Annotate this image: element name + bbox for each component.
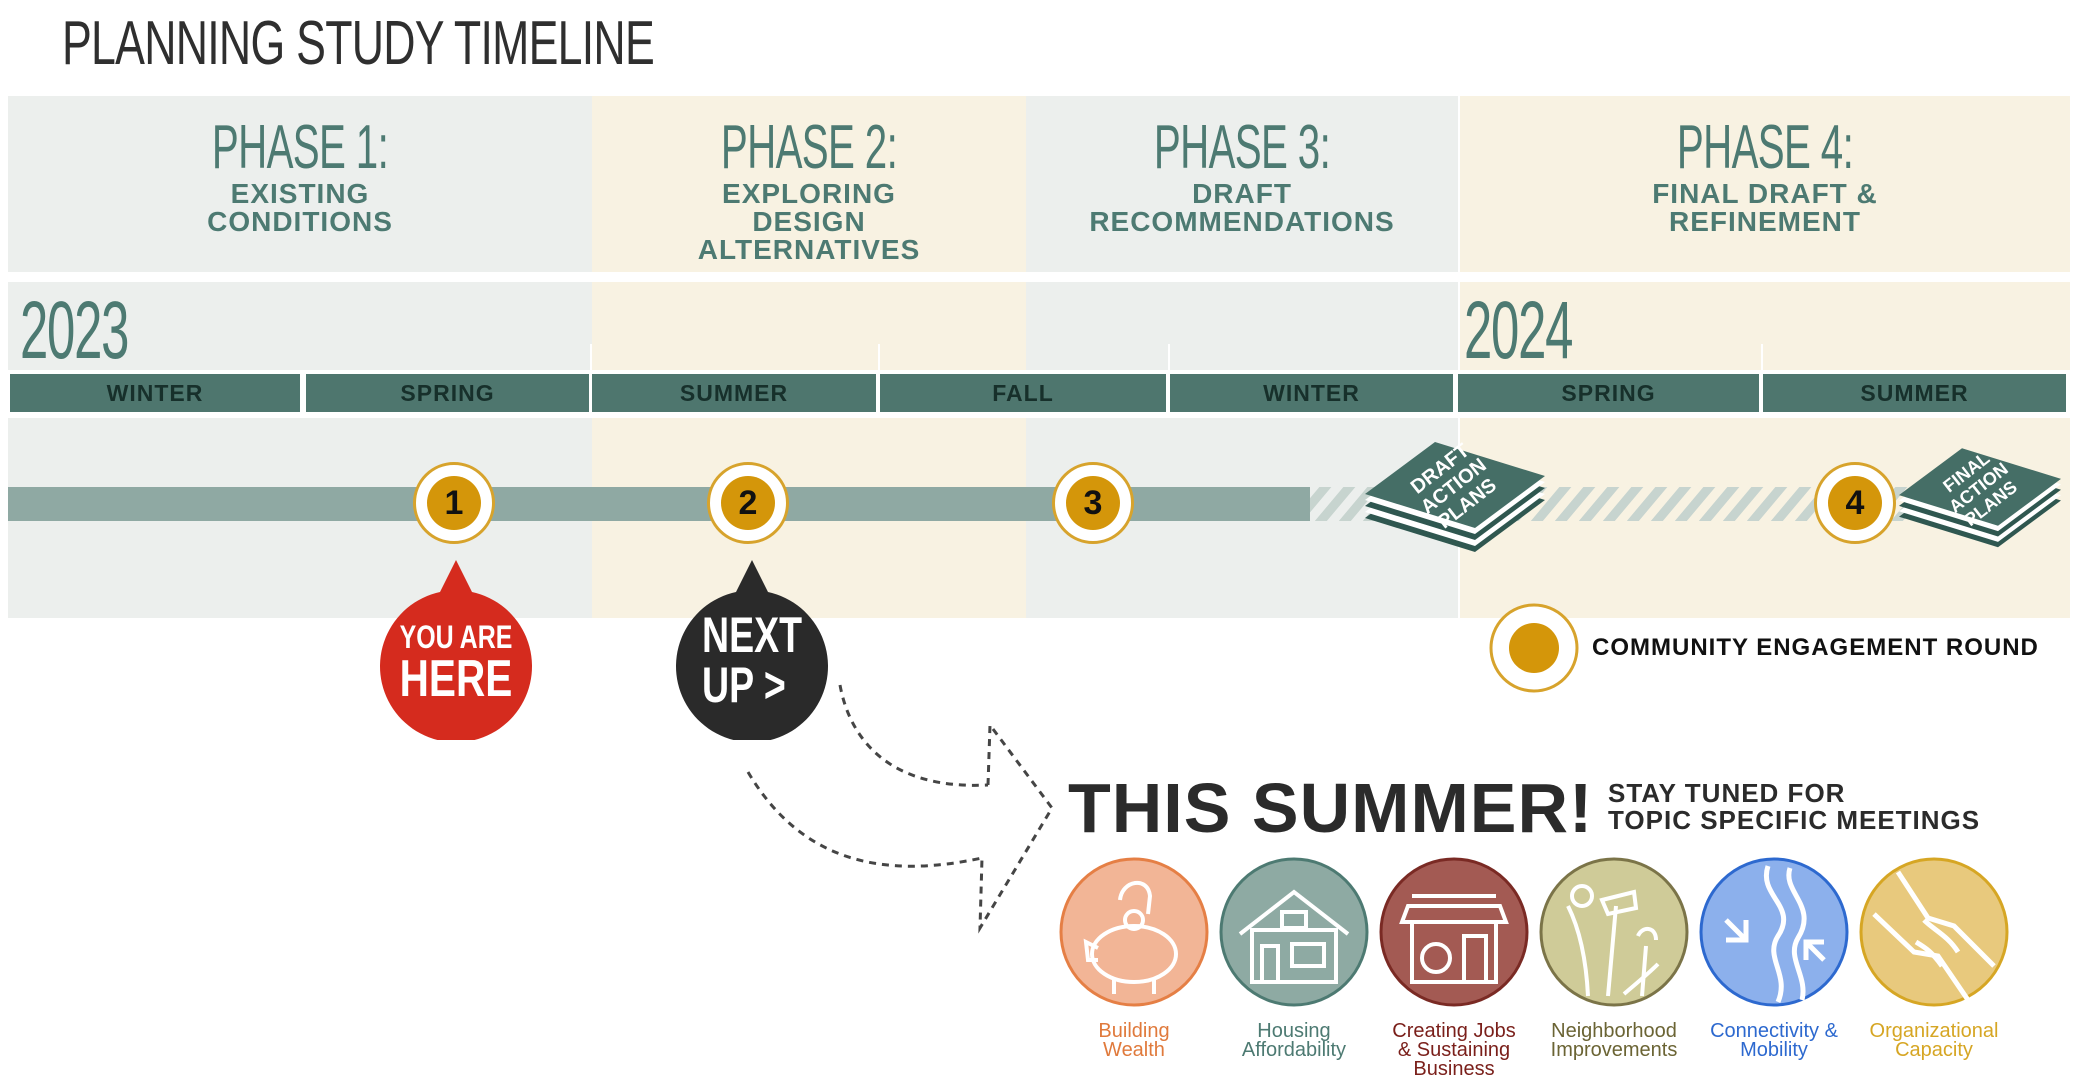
final-action-plans-icon: FINAL ACTION PLANS — [1899, 448, 2061, 548]
topic-label: Neighborhood — [1551, 1020, 1677, 1042]
year-band — [1460, 282, 2070, 370]
phase-description: RECOMMENDATIONS — [1089, 206, 1395, 237]
phase-description: CONDITIONS — [207, 206, 393, 237]
topic-label: Building — [1098, 1020, 1170, 1042]
topic-building-wealth: Building Wealth — [1054, 856, 1214, 1060]
phase-3-header: PHASE 3: DRAFT RECOMMENDATIONS — [1026, 116, 1458, 236]
phase-description: FINAL DRAFT & — [1652, 178, 1878, 209]
engagement-marker-4: 4 — [1814, 462, 1896, 544]
this-summer-subtitle: STAY TUNED FOR TOPIC SPECIFIC MEETINGS — [1608, 780, 1980, 834]
this-summer-heading: THIS SUMMER! — [1068, 769, 1594, 847]
season-summer: SUMMER — [1763, 374, 2066, 412]
season-spring: SPRING — [306, 374, 589, 412]
phase-1-header: PHASE 1: EXISTING CONDITIONS — [8, 116, 592, 236]
phase-description: DRAFT — [1192, 178, 1292, 209]
season-fall: FALL — [880, 374, 1166, 412]
topic-label: Organizational — [1869, 1020, 1999, 1042]
topic-connectivity-mobility: Connectivity & Mobility — [1694, 856, 1854, 1060]
you-are-here-pin: YOU ARE HERE — [380, 560, 532, 740]
marker-number: 3 — [1066, 476, 1120, 530]
topic-label: Business — [1413, 1058, 1495, 1080]
marker-number: 1 — [427, 476, 481, 530]
topic-label: Connectivity & — [1710, 1020, 1838, 1042]
year-2023: 2023 — [20, 285, 129, 376]
subtitle-line: TOPIC SPECIFIC MEETINGS — [1608, 805, 1981, 835]
season-spring: SPRING — [1458, 374, 1759, 412]
phase-description: ALTERNATIVES — [697, 234, 921, 265]
season-winter: WINTER — [1170, 374, 1453, 412]
topic-organizational-capacity: Organizational Capacity — [1854, 856, 2014, 1060]
year-band — [1026, 282, 1458, 370]
phase-2-band — [592, 96, 1026, 272]
phase-label: PHASE 2: — [720, 113, 898, 182]
phase-2-header: PHASE 2: EXPLORING DESIGN ALTERNATIVES — [592, 116, 1026, 264]
topic-label: Mobility — [1740, 1039, 1808, 1061]
phase-1-band — [8, 96, 592, 272]
phase-description: DESIGN — [752, 206, 866, 237]
phase-3-band — [1026, 96, 1458, 272]
topic-label: Housing — [1257, 1020, 1331, 1042]
year-band — [592, 282, 1026, 370]
topic-label: Improvements — [1550, 1039, 1678, 1061]
piggy-bank-icon — [1059, 857, 1209, 1007]
house-icon — [1219, 857, 1369, 1007]
phase-description: EXPLORING — [722, 178, 896, 209]
dashed-arrow-icon — [746, 684, 1054, 934]
subtitle-line: STAY TUNED FOR — [1608, 778, 1846, 808]
year-2024: 2024 — [1464, 285, 1573, 376]
pin-text: YOU ARE — [400, 620, 513, 656]
phase-description: REFINEMENT — [1669, 206, 1861, 237]
topic-label: Creating Jobs — [1392, 1020, 1516, 1042]
topic-label: Affordability — [1241, 1039, 1347, 1061]
year-band — [8, 282, 592, 370]
pin-text: NEXT — [702, 608, 802, 663]
season-divider — [1168, 344, 1170, 374]
pin-text: HERE — [400, 649, 513, 707]
next-up-pin: NEXT UP > — [676, 560, 828, 740]
page-title: PLANNING STUDY TIMELINE — [62, 9, 655, 78]
season-divider — [878, 344, 880, 374]
phase-label: PHASE 3: — [1153, 113, 1331, 182]
pin-text: UP > — [702, 658, 786, 713]
season-divider — [590, 344, 592, 374]
phase-label: PHASE 1: — [211, 113, 389, 182]
phase-description: EXISTING — [230, 178, 370, 209]
handshake-icon — [1859, 857, 2009, 1007]
draft-action-plans-icon: DRAFT ACTION PLANS — [1365, 440, 1545, 552]
phase-4-band — [1460, 96, 2070, 272]
season-summer: SUMMER — [592, 374, 876, 412]
engagement-marker-2: 2 — [707, 462, 789, 544]
topic-neighborhood-improvements: Neighborhood Improvements — [1534, 856, 1694, 1060]
topic-label: Wealth — [1103, 1039, 1165, 1061]
legend-label: COMMUNITY ENGAGEMENT ROUND — [1592, 634, 2039, 661]
engagement-round-legend-icon — [1489, 603, 1579, 693]
marker-number: 4 — [1828, 476, 1882, 530]
topic-label: Capacity — [1895, 1039, 1973, 1061]
tools-plants-icon — [1539, 857, 1689, 1007]
engagement-marker-1: 1 — [413, 462, 495, 544]
storefront-icon — [1379, 857, 1529, 1007]
engagement-marker-3: 3 — [1052, 462, 1134, 544]
topic-housing-affordability: Housing Affordability — [1214, 856, 1374, 1060]
marker-number: 2 — [721, 476, 775, 530]
roads-icon — [1699, 857, 1849, 1007]
phase-label: PHASE 4: — [1676, 113, 1854, 182]
phase-4-header: PHASE 4: FINAL DRAFT & REFINEMENT — [1460, 116, 2070, 236]
season-winter: WINTER — [10, 374, 300, 412]
season-divider — [1761, 344, 1763, 374]
topic-creating-jobs: Creating Jobs & Sustaining Business — [1374, 856, 1534, 1079]
topic-label: & Sustaining — [1397, 1039, 1511, 1061]
